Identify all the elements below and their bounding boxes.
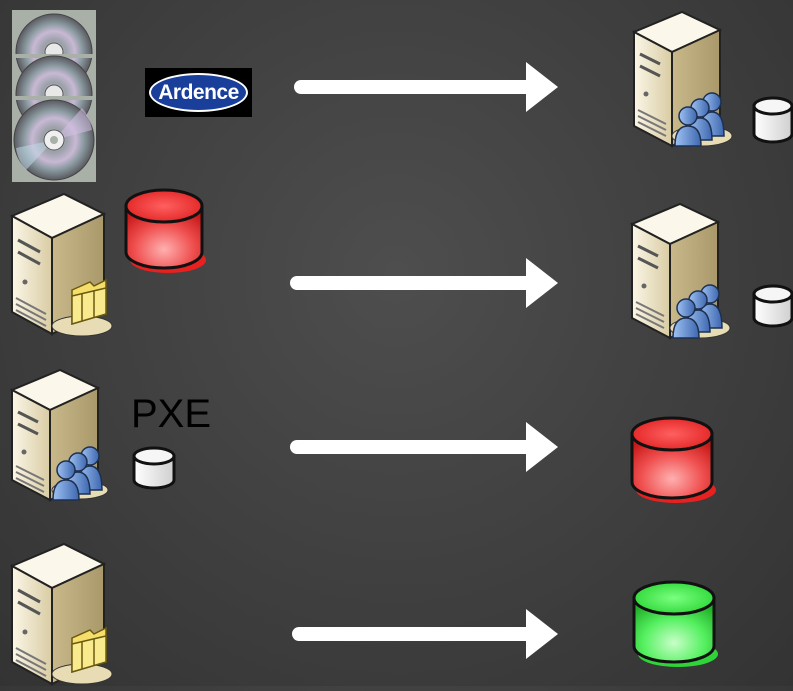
pxe-label: PXE: [131, 392, 212, 436]
server-folder-icon: [8, 190, 118, 345]
arrow-row-1: [290, 58, 562, 121]
ardence-logo-oval: Ardence: [149, 73, 248, 112]
ardence-logo: Ardence: [145, 68, 252, 117]
small-disk-icon: [750, 94, 793, 155]
arrow-row-2: [290, 254, 562, 317]
small-disk-icon: [750, 282, 793, 337]
server-users-icon: [628, 8, 738, 157]
server-folder-icon: [8, 540, 118, 691]
server-users-icon: [626, 200, 736, 349]
red-disk-icon: [120, 186, 212, 283]
arrow-row-4: [290, 605, 562, 668]
arrow-row-3: [290, 418, 562, 481]
small-disk-icon: [130, 444, 182, 501]
green-disk-icon: [628, 576, 722, 677]
server-users-icon: [8, 366, 114, 511]
ardence-logo-text: Ardence: [158, 80, 239, 104]
red-disk-icon: [626, 412, 720, 513]
cd-stack-icon: [12, 10, 96, 187]
